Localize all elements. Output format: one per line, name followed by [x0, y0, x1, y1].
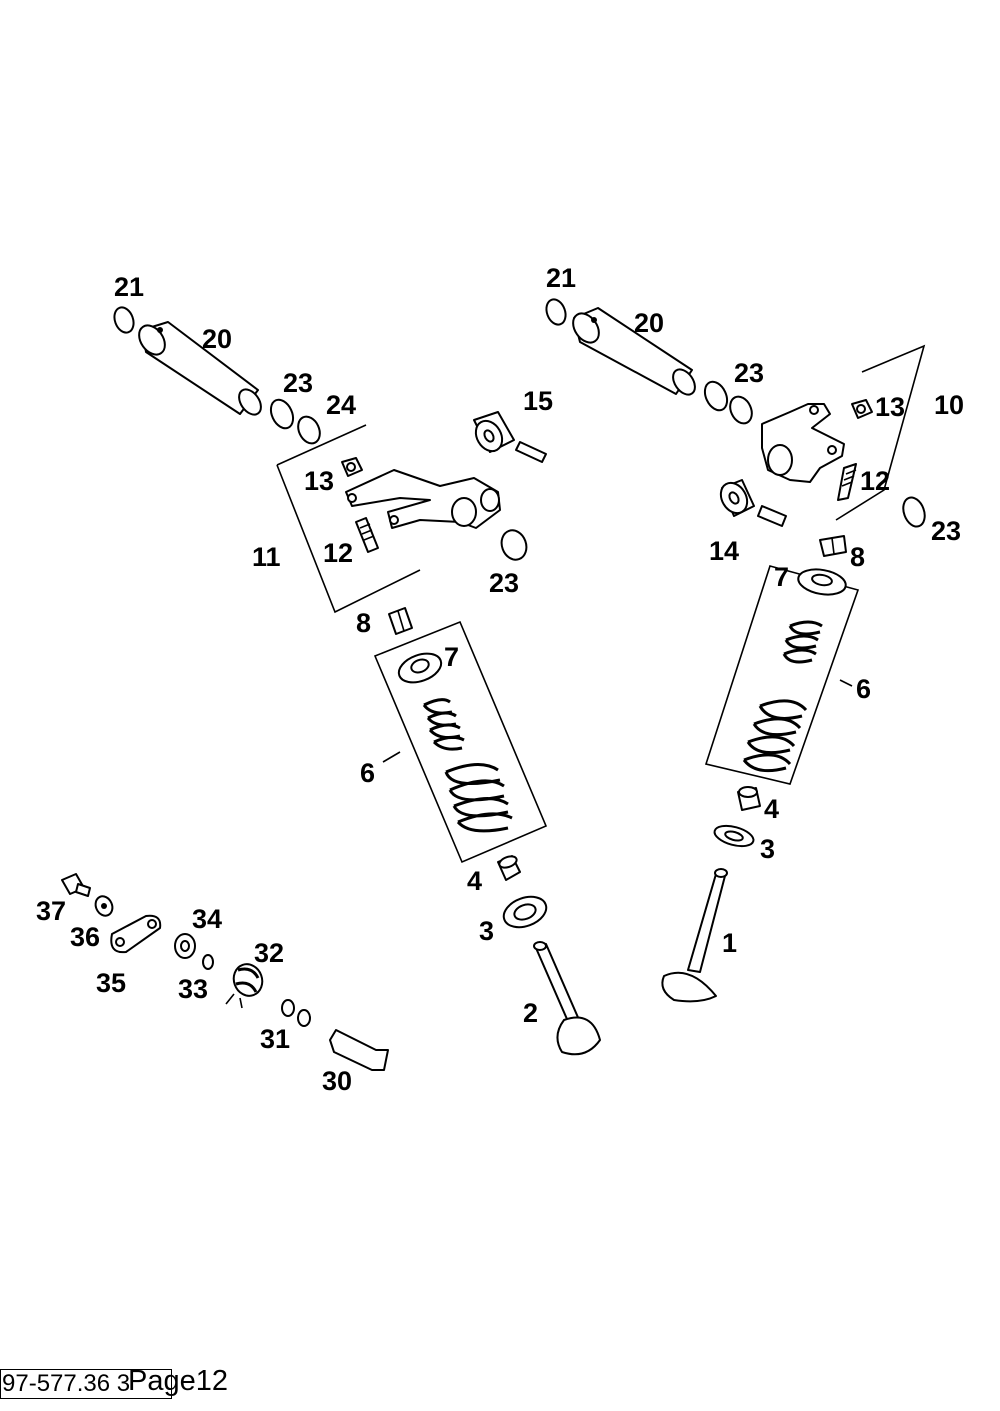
callout-13-left: 13 — [304, 466, 334, 496]
rocker-arm-right — [761, 403, 845, 483]
callout-37: 37 — [36, 896, 66, 926]
callout-14: 14 — [709, 536, 739, 566]
decompressor-shaft-30 — [329, 1029, 389, 1071]
callout-13-right: 13 — [875, 392, 905, 422]
rocker-shaft-20-left — [138, 321, 262, 416]
roller-15-left — [473, 411, 515, 453]
callout-10: 10 — [934, 390, 964, 420]
valve-keeper-8-right — [819, 535, 847, 557]
o-ring-21-right — [545, 298, 567, 326]
adjuster-screw-12-right — [837, 463, 857, 501]
spring-retainer-7-right — [797, 568, 847, 596]
pin-15-left — [515, 441, 547, 463]
callout-23-right-top: 23 — [734, 358, 764, 388]
callout-20-right: 20 — [634, 308, 664, 338]
callout-36: 36 — [70, 922, 100, 952]
spring-32 — [225, 963, 264, 1009]
outer-spring-6-left — [444, 763, 513, 833]
pin-14 — [757, 505, 787, 527]
callout-31: 31 — [260, 1024, 290, 1054]
callout-15: 15 — [523, 386, 553, 416]
callout-8-left: 8 — [356, 608, 371, 638]
spring-frame-left — [373, 620, 548, 864]
o-ring-31-a — [281, 999, 295, 1017]
callout-12-left: 12 — [323, 538, 353, 568]
adjuster-screw-12-left — [355, 517, 379, 553]
o-ring-21-left — [113, 306, 135, 334]
washer-23-right-top-a — [703, 380, 729, 412]
callout-21-left: 21 — [114, 272, 144, 302]
callout-labels: 21 20 23 24 15 13 11 12 23 8 7 6 4 3 2 2… — [36, 263, 964, 1096]
callout-3-right: 3 — [760, 834, 775, 864]
valve-1 — [661, 868, 728, 1003]
callout-6-left: 6 — [360, 758, 375, 788]
valve-keeper-8-left — [388, 607, 413, 635]
roller-14 — [719, 479, 755, 517]
callout-3-left: 3 — [479, 916, 494, 946]
inner-spring-6-left — [422, 698, 465, 751]
washer-3-left — [502, 895, 548, 929]
washer-36 — [94, 895, 114, 917]
callout-7-left: 7 — [444, 642, 459, 672]
nut-13-right — [851, 399, 873, 419]
callout-1: 1 — [722, 928, 737, 958]
callout-8-right: 8 — [850, 542, 865, 572]
document-number: 97-577.36 3 — [0, 1369, 172, 1399]
washer-23-right-top-b — [729, 395, 753, 425]
callout-32: 32 — [254, 938, 284, 968]
inner-spring-6-right — [782, 620, 823, 664]
lever-35 — [110, 914, 162, 954]
callout-24: 24 — [326, 390, 356, 420]
assembly-frame-11 — [276, 424, 421, 614]
callout-2: 2 — [523, 998, 538, 1028]
washer-3-right — [713, 824, 755, 848]
callout-21-right: 21 — [546, 263, 576, 293]
callout-23-right-mid: 23 — [931, 516, 961, 546]
bolt-37 — [61, 873, 91, 897]
callout-23-left-mid: 23 — [489, 568, 519, 598]
outer-spring-6-right — [742, 699, 808, 773]
valve-seal-4-right — [737, 786, 761, 811]
valve-2 — [533, 941, 601, 1056]
callout-6-right: 6 — [856, 674, 871, 704]
callout-20-left: 20 — [202, 324, 232, 354]
callout-30: 30 — [322, 1066, 352, 1096]
page-label: Page12 — [128, 1365, 228, 1397]
callout-23-left-top: 23 — [283, 368, 313, 398]
callout-4-left: 4 — [467, 866, 482, 896]
callout-11: 11 — [252, 542, 281, 572]
o-ring-31-b — [297, 1009, 311, 1027]
rocker-shaft-20-right — [572, 307, 696, 396]
callout-4-right: 4 — [764, 794, 779, 824]
callout-34: 34 — [192, 904, 222, 934]
callout-33: 33 — [178, 974, 208, 1004]
washer-23-left-top — [269, 398, 295, 430]
callout-7-right: 7 — [774, 562, 789, 592]
o-ring-33 — [202, 954, 214, 970]
spring-retainer-7-left — [397, 652, 443, 684]
washer-23-left-mid — [500, 529, 528, 561]
rocker-arm-left — [345, 469, 501, 529]
washer-24 — [297, 415, 321, 445]
callout-12-right: 12 — [860, 466, 890, 496]
assembly-frame-10 — [835, 344, 926, 521]
callout-35: 35 — [96, 968, 126, 998]
bushing-34 — [174, 933, 196, 959]
valve-seal-4-left — [497, 855, 521, 881]
nut-13-left — [341, 457, 363, 477]
washer-23-right-mid — [902, 496, 926, 528]
